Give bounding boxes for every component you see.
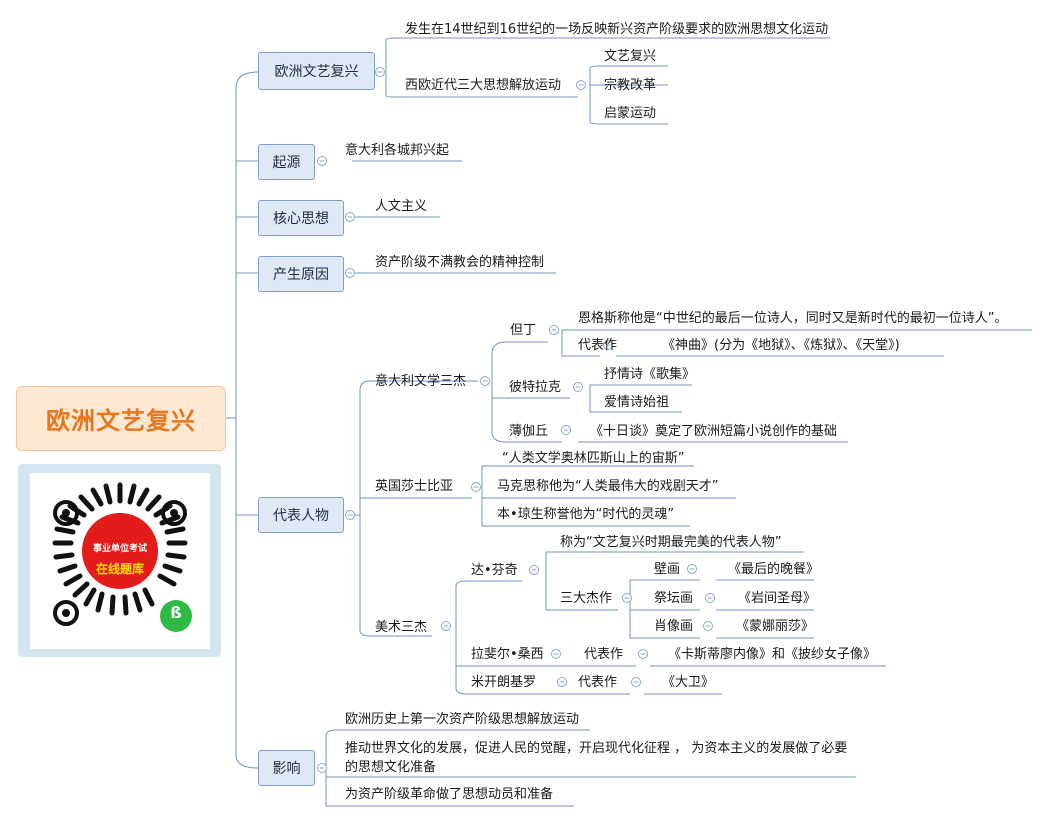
- movement-item: 宗教改革: [604, 78, 657, 93]
- petrarch-item: 爱情诗始祖: [604, 395, 670, 410]
- shakespeare-item: 马克思称他为“人类最伟大的戏剧天才”: [497, 479, 719, 494]
- impact-item: 欧洲历史上第一次资产阶级思想解放运动: [345, 712, 580, 727]
- raphael-works-label: 代表作: [584, 647, 624, 662]
- art-three-masters: 美术三杰: [375, 620, 428, 635]
- davinci-works-label: 三大杰作: [560, 591, 613, 606]
- davinci-work-type: 壁画: [654, 562, 681, 577]
- qr-caption-line1: 事业单位考试: [92, 544, 147, 554]
- dante-quote: 恩格斯称他是“中世纪的最后一位诗人，同时又是新时代的最初一位诗人”。: [578, 311, 1008, 326]
- michelangelo-works: 《大卫》: [662, 675, 715, 690]
- raphael-works: 《卡斯蒂廖内像》和《披纱女子像》: [668, 647, 877, 662]
- shakespeare-label: 英国莎士比亚: [375, 479, 454, 494]
- origin-text: 意大利各城邦兴起: [345, 143, 450, 158]
- davinci-work-title: 《岩间圣母》: [738, 591, 817, 606]
- node-cause[interactable]: 产生原因: [258, 256, 344, 292]
- raphael-name: 拉斐尔•桑西: [471, 647, 544, 662]
- node-renaissance[interactable]: 欧洲文艺复兴: [258, 52, 375, 90]
- boccaccio-work: 《十日谈》奠定了欧洲短篇小说创作的基础: [590, 424, 838, 439]
- dante-name: 但丁: [510, 323, 537, 338]
- node-figures[interactable]: 代表人物: [258, 497, 344, 533]
- impact-item: 推动世界文化的发展，促进人民的觉醒，开启现代化征程 ， 为资本主义的发展做了必要…: [345, 741, 848, 775]
- davinci-name: 达•芬奇: [471, 563, 518, 578]
- boccaccio-name: 薄伽丘: [509, 424, 549, 439]
- davinci-work-type: 祭坛画: [654, 591, 694, 606]
- davinci-praise: 称为“文艺复兴时期最完美的代表人物”: [560, 535, 782, 550]
- dante-works-label: 代表作: [578, 338, 618, 353]
- impact-item: 为资产阶级革命做了思想动员和准备: [345, 787, 554, 802]
- michelangelo-works-label: 代表作: [578, 675, 618, 690]
- node-core-idea[interactable]: 核心思想: [258, 200, 344, 236]
- root-node[interactable]: 欧洲文艺复兴: [16, 386, 226, 451]
- davinci-work-title: 《蒙娜丽莎》: [736, 619, 815, 634]
- wechat-mini-program-icon-glyph: ß: [170, 603, 182, 622]
- michelangelo-name: 米开朗基罗: [471, 675, 537, 690]
- qr-caption-line2: 在线题库: [95, 562, 144, 576]
- dante-works: 《神曲》(分为《地狱》、《炼狱》、《天堂》): [662, 338, 900, 353]
- movement-item: 文艺复兴: [604, 49, 657, 64]
- davinci-work-title: 《最后的晚餐》: [728, 562, 820, 577]
- node-origin[interactable]: 起源: [258, 144, 315, 180]
- core-idea-text: 人文主义: [375, 199, 428, 214]
- petrarch-item: 抒情诗《歌集》: [604, 367, 696, 382]
- davinci-work-type: 肖像画: [654, 619, 694, 634]
- cause-text: 资产阶级不满教会的精神控制: [375, 255, 545, 270]
- three-liberation-movements: 西欧近代三大思想解放运动: [405, 78, 562, 93]
- mini-program-code: [52, 482, 188, 626]
- shakespeare-item: “人类文学奥林匹斯山上的宙斯”: [502, 451, 685, 466]
- movement-item: 启蒙运动: [604, 106, 657, 121]
- renaissance-description: 发生在14世纪到16世纪的一场反映新兴资产阶级要求的欧洲思想文化运动: [405, 22, 829, 37]
- node-impact[interactable]: 影响: [258, 750, 315, 786]
- wechat-mini-program-icon: [160, 600, 192, 632]
- italy-three-literary-masters: 意大利文学三杰: [375, 374, 467, 389]
- petrarch-name: 彼特拉克: [509, 380, 562, 395]
- shakespeare-item: 本•琼生称誉他为“时代的灵魂”: [497, 507, 675, 522]
